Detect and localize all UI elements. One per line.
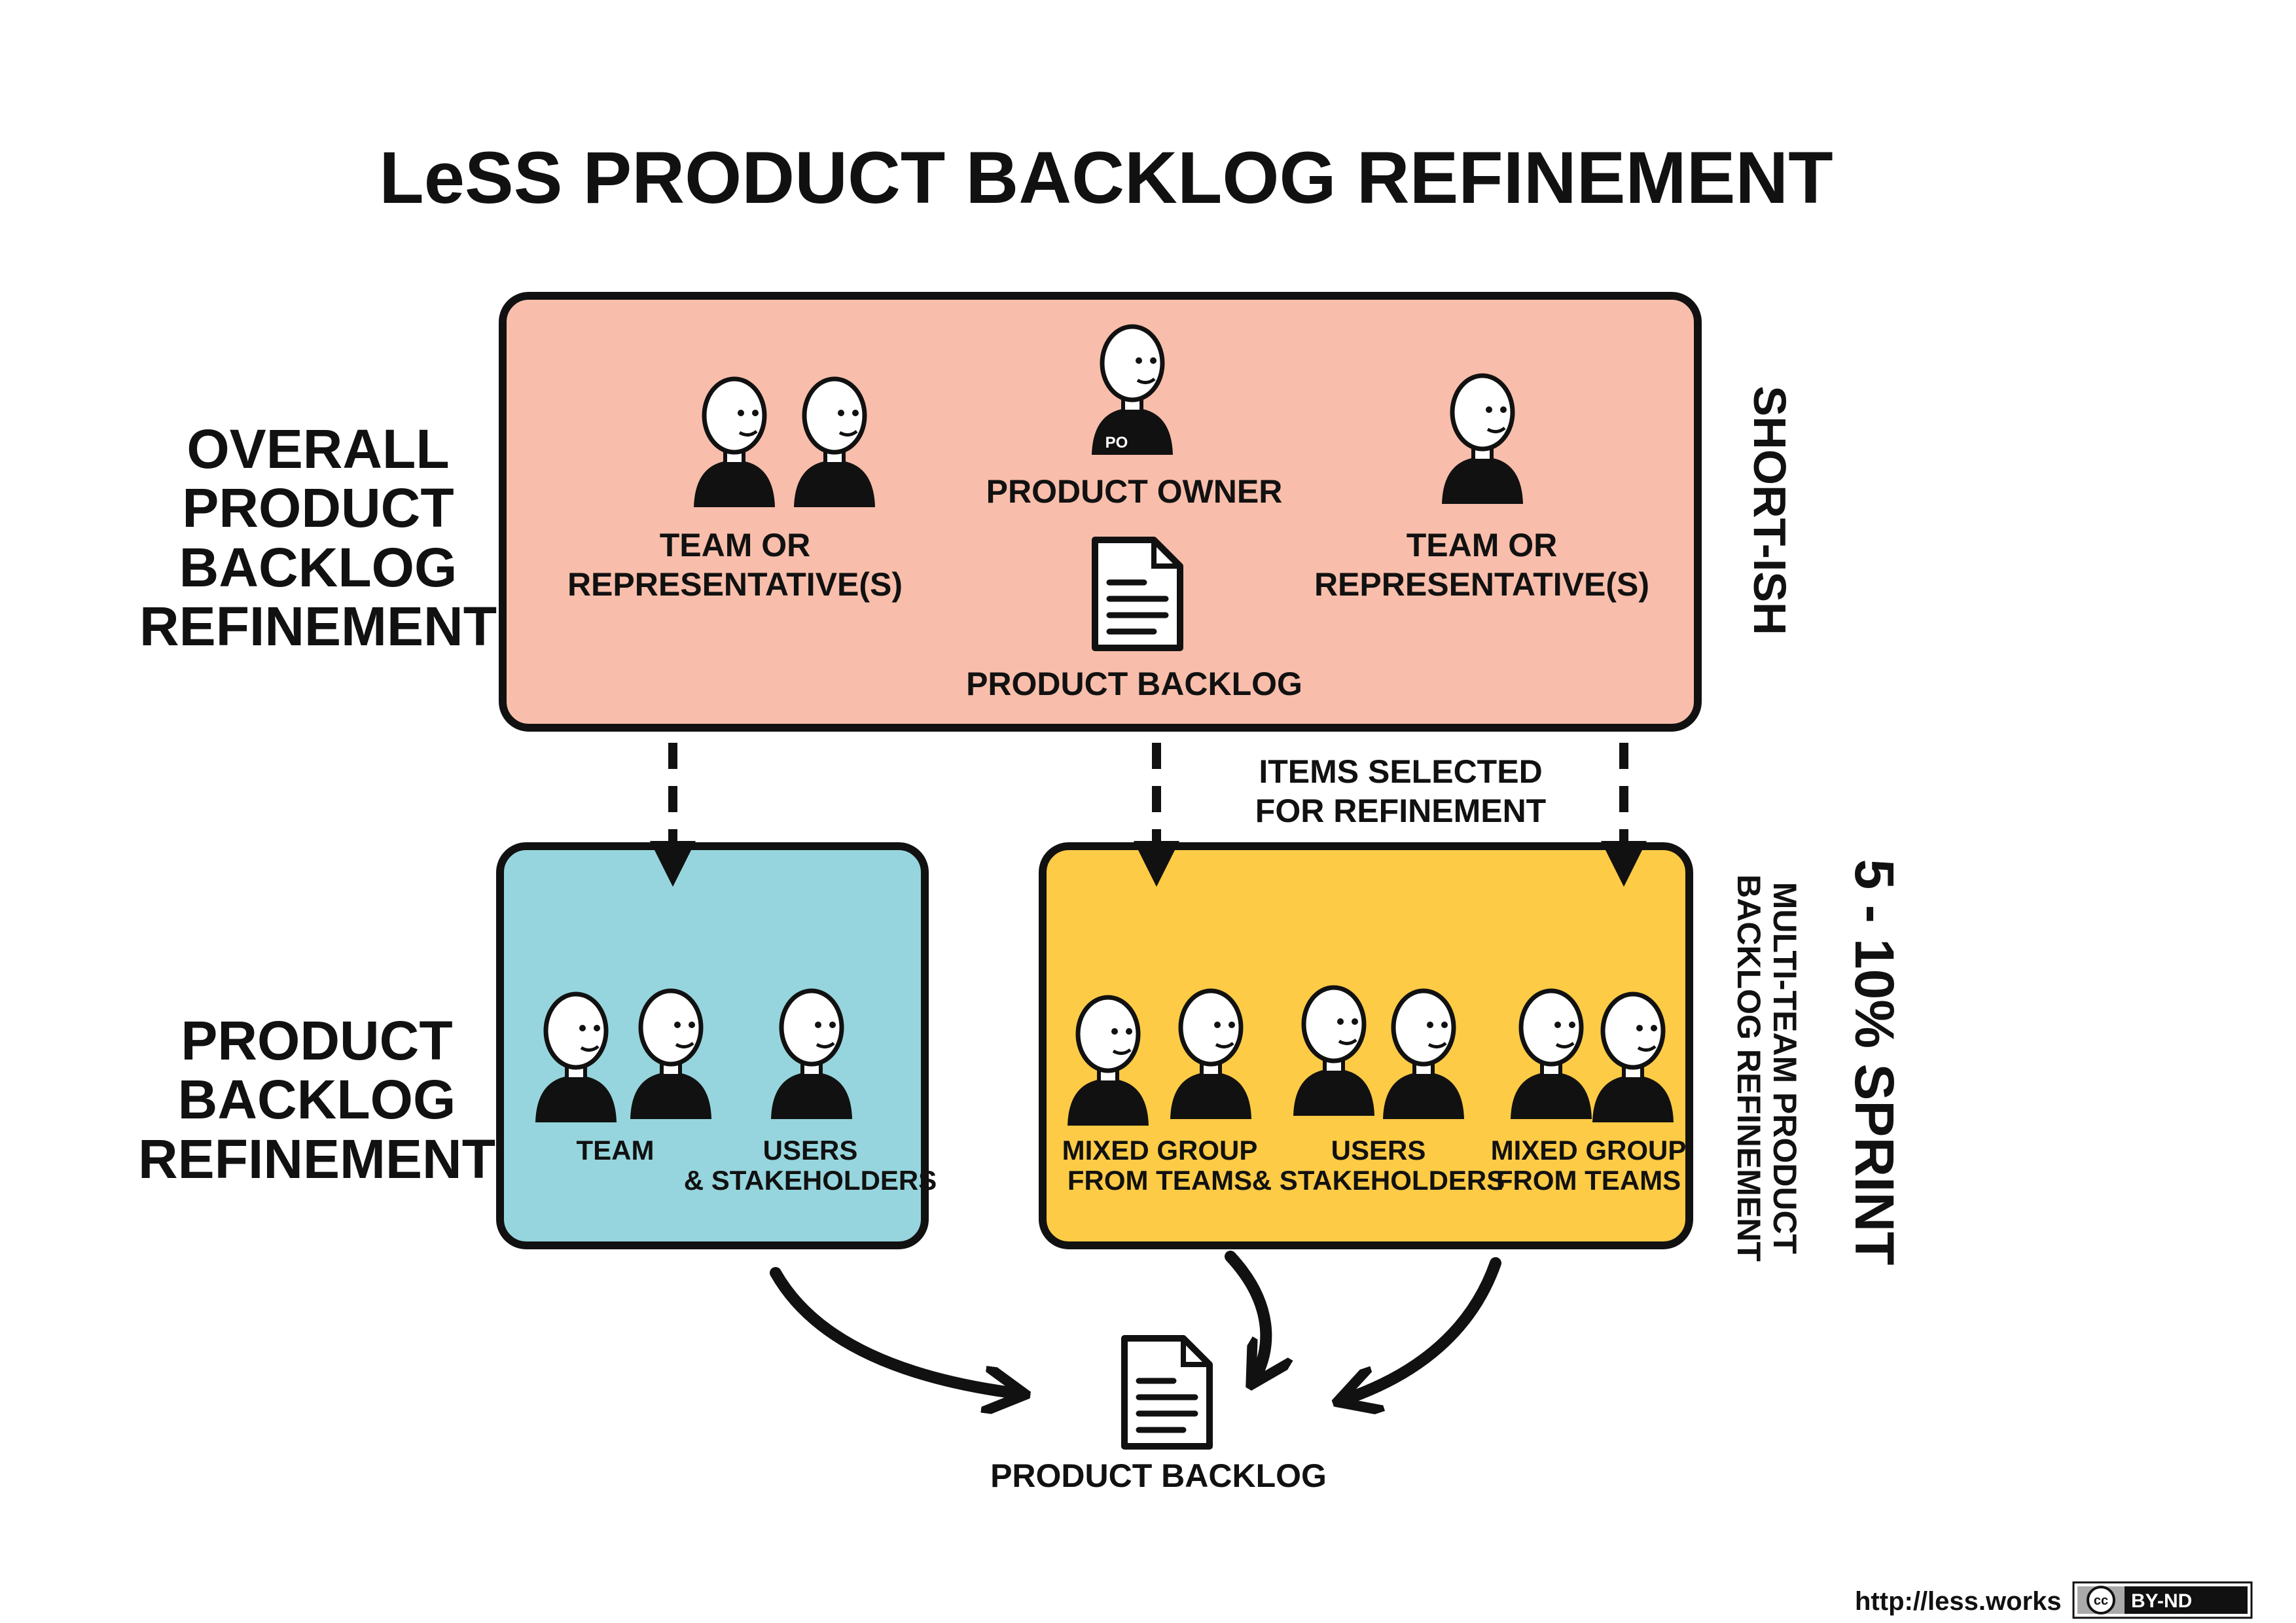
svg-text:PRODUCT: PRODUCT — [181, 1010, 452, 1071]
po-badge: PO — [1105, 434, 1128, 452]
svg-text:REFINEMENT: REFINEMENT — [138, 1128, 495, 1190]
svg-text:MIXED GROUP: MIXED GROUP — [1062, 1135, 1258, 1166]
short-ish-label: SHORT-ISH — [1744, 385, 1795, 635]
svg-text:FROM TEAMS: FROM TEAMS — [1067, 1165, 1252, 1196]
svg-text:REPRESENTATIVE(S): REPRESENTATIVE(S) — [567, 566, 903, 603]
curved-arrow-icon — [770, 1267, 1021, 1394]
overall-refinement-label: OVERALL PRODUCT BACKLOG REFINEMENT — [139, 418, 497, 657]
svg-text:cc: cc — [2094, 1594, 2108, 1608]
svg-text:& STAKEHOLDERS: & STAKEHOLDERS — [684, 1165, 937, 1196]
product-owner-icon — [1092, 324, 1173, 455]
person-icon — [694, 376, 775, 507]
svg-text:REPRESENTATIVE(S): REPRESENTATIVE(S) — [1314, 566, 1649, 603]
bottom-product-backlog-label: PRODUCT BACKLOG — [990, 1457, 1327, 1494]
person-icon — [1442, 373, 1523, 504]
stakeholder-icon — [771, 988, 852, 1119]
team-refinement-box — [496, 842, 929, 1249]
svg-text:BACKLOG: BACKLOG — [179, 537, 457, 598]
product-backlog-label: PRODUCT BACKLOG — [966, 666, 1302, 702]
svg-text:& STAKEHOLDERS: & STAKEHOLDERS — [1252, 1165, 1505, 1196]
svg-text:BACKLOG REFINEMENT: BACKLOG REFINEMENT — [1731, 874, 1767, 1262]
team-member-icon — [1592, 991, 1674, 1122]
team-representatives-right-label: TEAM OR REPRESENTATIVE(S) — [1314, 527, 1649, 603]
mixed-group-left-label: MIXED GROUP FROM TEAMS — [1062, 1135, 1258, 1196]
team-member-icon — [1067, 995, 1149, 1126]
mixed-group-right-label: MIXED GROUP FROM TEAMS — [1491, 1135, 1687, 1196]
svg-text:PRODUCT: PRODUCT — [182, 477, 454, 539]
svg-text:OVERALL: OVERALL — [187, 418, 449, 480]
website-link[interactable]: http://less.works — [1855, 1587, 2062, 1616]
team-member-icon — [630, 988, 711, 1119]
curved-arrow-icon — [1342, 1257, 1501, 1400]
result-arrows — [770, 1251, 1501, 1400]
svg-text:USERS: USERS — [763, 1135, 858, 1166]
diagram-title: LeSS PRODUCT BACKLOG REFINEMENT — [379, 137, 1833, 219]
multi-team-label: MULTI-TEAM PRODUCT BACKLOG REFINEMENT — [1731, 874, 1803, 1262]
svg-text:FROM TEAMS: FROM TEAMS — [1496, 1165, 1681, 1196]
product-backlog-document-icon — [1092, 537, 1183, 651]
team-label: TEAM — [577, 1135, 655, 1166]
svg-text:TEAM OR: TEAM OR — [660, 527, 811, 563]
license-badge: cc BY-ND — [2072, 1581, 2253, 1619]
svg-text:MIXED GROUP: MIXED GROUP — [1491, 1135, 1687, 1166]
stakeholder-icon — [1293, 985, 1374, 1116]
team-member-icon — [1511, 988, 1592, 1119]
svg-text:BY-ND: BY-ND — [2131, 1590, 2192, 1612]
team-member-icon — [1170, 988, 1251, 1119]
cc-icon — [2087, 1586, 2115, 1614]
multi-users-stakeholders-label: USERS & STAKEHOLDERS — [1252, 1135, 1505, 1196]
bottom-product-backlog-document-icon — [1121, 1335, 1213, 1450]
sprint-share-label: 5 - 10% SPRINT — [1844, 859, 1905, 1266]
person-icon — [794, 376, 875, 507]
stakeholder-icon — [1383, 988, 1464, 1119]
team-representatives-left-label: TEAM OR REPRESENTATIVE(S) — [567, 527, 903, 603]
svg-text:BACKLOG: BACKLOG — [178, 1069, 456, 1130]
multi-team-refinement-box — [1039, 842, 1693, 1249]
svg-text:REFINEMENT: REFINEMENT — [139, 596, 497, 657]
items-selected-label: ITEMS SELECTED FOR REFINEMENT — [1255, 753, 1546, 829]
overall-refinement-box — [499, 292, 1702, 732]
svg-text:ITEMS SELECTED: ITEMS SELECTED — [1259, 753, 1542, 790]
team-member-icon — [535, 991, 617, 1122]
users-stakeholders-label: USERS & STAKEHOLDERS — [684, 1135, 937, 1196]
svg-text:USERS: USERS — [1331, 1135, 1426, 1166]
team-refinement-label: PRODUCT BACKLOG REFINEMENT — [138, 1010, 495, 1190]
svg-text:MULTI-TEAM PRODUCT: MULTI-TEAM PRODUCT — [1767, 882, 1803, 1254]
product-owner-label: PRODUCT OWNER — [986, 473, 1283, 510]
svg-text:FOR REFINEMENT: FOR REFINEMENT — [1255, 793, 1546, 829]
curved-arrow-icon — [1225, 1251, 1266, 1381]
selection-arrows — [650, 743, 1647, 887]
svg-text:TEAM OR: TEAM OR — [1407, 527, 1558, 563]
